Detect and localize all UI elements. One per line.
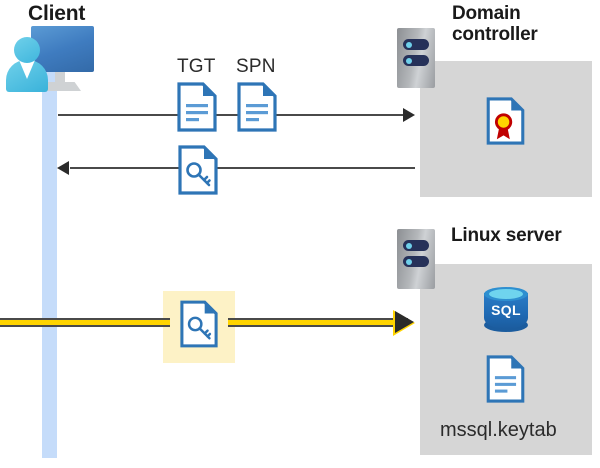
domain-controller-title: Domain controller: [452, 3, 538, 46]
sql-label: SQL: [491, 302, 521, 318]
domain-controller-server-icon: [397, 28, 435, 88]
spn-label: SPN: [236, 56, 276, 77]
server-led-dot: [406, 57, 412, 64]
server-led-row: [403, 256, 429, 267]
response-flow-line: [70, 167, 415, 169]
tgt-document-icon: [177, 82, 217, 132]
linux-server-title: Linux server: [451, 225, 562, 246]
request-flow-line: [58, 114, 408, 116]
server-led-row: [403, 240, 429, 251]
server-led-dot: [406, 242, 412, 249]
mssql-keytab-document-icon: [486, 355, 525, 403]
certificate-document-icon: [486, 97, 525, 145]
spn-document-icon: [237, 82, 277, 132]
keytab-flow-line-right: [228, 318, 408, 327]
monitor-stand-icon: [55, 72, 65, 84]
sql-database-icon: SQL: [484, 285, 528, 337]
tgt-label: TGT: [177, 56, 216, 77]
server-led-row: [403, 55, 429, 66]
request-flow-arrowhead: [403, 108, 415, 122]
client-lifeline: [42, 72, 57, 458]
user-head-icon: [14, 37, 40, 63]
user-collar-icon: [19, 60, 35, 79]
mssql-keytab-label: mssql.keytab: [440, 419, 557, 441]
server-led-dot: [406, 41, 412, 48]
keytab-flow-line-left: [0, 318, 170, 327]
keytab-flow-arrowhead: [395, 311, 414, 333]
sql-cylinder-top-inner: [489, 289, 523, 299]
server-led-row: [403, 39, 429, 50]
client-title: Client: [28, 2, 86, 25]
ticket-key-document-icon: [178, 145, 218, 195]
linux-server-icon: [397, 229, 435, 289]
server-led-dot: [406, 258, 412, 265]
client-workstation-icon: [6, 26, 98, 100]
monitor-base-icon: [41, 82, 81, 91]
response-flow-arrowhead: [57, 161, 69, 175]
keytab-key-document-icon: [180, 300, 218, 348]
